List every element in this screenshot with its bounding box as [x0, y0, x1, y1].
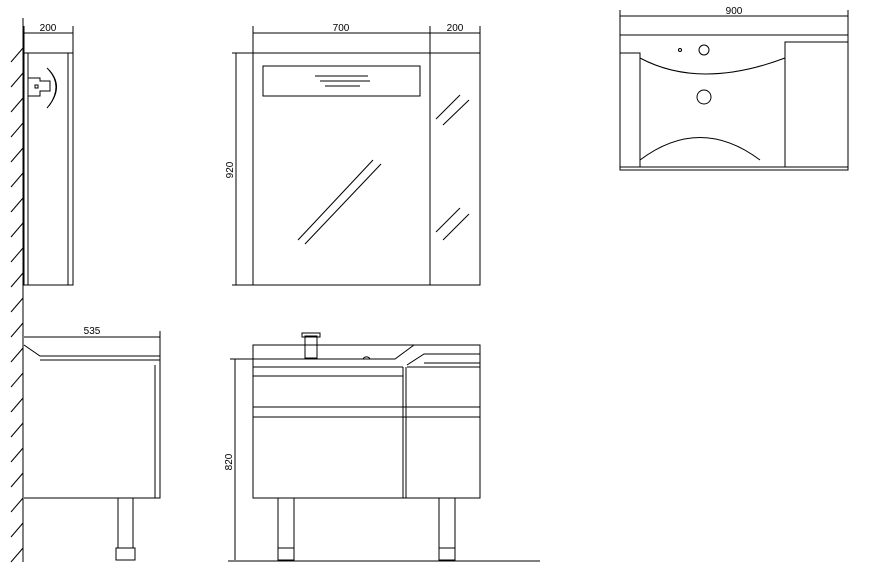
wall-hatch-line — [10, 147, 24, 163]
wall-hatch-line — [10, 547, 24, 563]
wall-hatch-line — [10, 297, 24, 313]
wall-hatch-line — [10, 322, 24, 338]
wall-hatch-line — [10, 122, 24, 138]
dim-mirror-height: 920 — [225, 161, 236, 178]
wall-hatch-line — [10, 472, 24, 488]
wall-hatch-line — [10, 97, 24, 113]
front-view-vanity: 820 — [224, 332, 540, 562]
side-view-mirror-cabinet: 200 — [23, 23, 74, 286]
dim-basin-width: 900 — [726, 6, 743, 17]
wall-hatch-line — [10, 272, 24, 288]
wall-hatch-line — [10, 197, 24, 213]
wall-hatch-line — [10, 47, 24, 63]
dim-mirror-side-width: 200 — [447, 23, 464, 34]
wall-hatch-line — [10, 72, 24, 88]
faucet — [304, 335, 318, 359]
dim-vanity-height: 820 — [224, 453, 235, 470]
wall-hatch-line — [10, 447, 24, 463]
wall-hatch-line — [10, 347, 24, 363]
wall-hatch-line — [10, 247, 24, 263]
dim-vanity-depth: 535 — [84, 326, 101, 337]
wall-hatch-line — [10, 222, 24, 238]
top-view-basin: 900 — [619, 6, 849, 171]
side-view-vanity: 535 — [23, 326, 161, 561]
wall — [10, 18, 24, 563]
wall-hatch-line — [10, 372, 24, 388]
dim-side-cabinet-depth: 200 — [40, 23, 57, 34]
wall-hatch-line — [10, 172, 24, 188]
wall-hatch-line — [10, 397, 24, 413]
wall-hatch-line — [10, 422, 24, 438]
dim-mirror-width: 700 — [333, 23, 350, 34]
wall-hatch-line — [10, 522, 24, 538]
wall-hatch-line — [10, 497, 24, 513]
front-view-mirror-cabinet: 700 200 920 — [225, 23, 481, 286]
